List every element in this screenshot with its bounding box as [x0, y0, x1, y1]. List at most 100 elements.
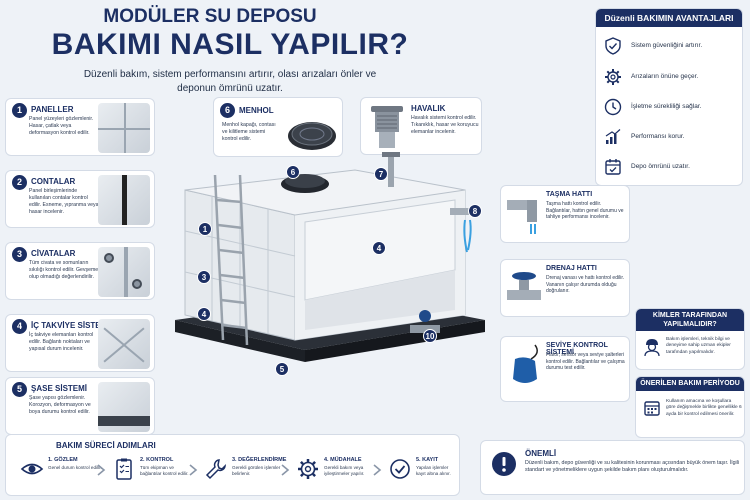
bracing-photo — [98, 319, 150, 369]
gear-icon — [298, 459, 318, 479]
advantage-label: Performansı korur. — [631, 133, 685, 140]
part-title: DRENAJ HATTI — [546, 265, 597, 272]
part-number: 6 — [220, 103, 235, 118]
who-panel: KİMLER TARAFINDAN YAPILMALIDIR? Bakım iş… — [635, 308, 745, 370]
part-text: Panel yüzeyleri gözlemlenir. Hasar, çatl… — [29, 116, 94, 136]
period-panel: ÖNERİLEN BAKIM PERİYODU Kullanım amacına… — [635, 376, 745, 438]
overflow-pipe-icon — [507, 200, 537, 234]
part-title: MENHOL — [239, 106, 274, 115]
chevron-right-icon — [189, 464, 198, 476]
checklist-icon — [116, 458, 132, 480]
check-circle-icon — [390, 459, 410, 479]
part-number: 1 — [12, 103, 27, 118]
chevron-right-icon — [373, 464, 382, 476]
part-text: Panel birleşimlerinde kullanılan contala… — [29, 188, 99, 215]
part-card-panels: 1 PANELLER Panel yüzeyleri gözlemlenir. … — [5, 98, 155, 156]
shield-check-icon — [605, 37, 621, 55]
bolt-photo — [98, 247, 150, 297]
important-note: ÖNEMLİ Düzenli bakım, depo güvenliği ve … — [480, 440, 745, 495]
advantage-item: Sistem güvenliğini artırır. — [604, 33, 740, 61]
drain-line-card: DRENAJ HATTI Drenaj vanası ve hattı kont… — [500, 259, 630, 317]
part-title: SEVİYE KONTROL SİSTEMİ — [546, 342, 608, 356]
step-item: 3. DEĞERLENDİRME Gerekli görülen işlemle… — [202, 455, 290, 491]
info-alert-icon — [492, 452, 516, 476]
step-title: 4. MÜDAHALE — [324, 457, 362, 463]
part-text: Tüm civata ve somunların sıkılığı kontro… — [29, 260, 99, 280]
marker-1: 1 — [198, 222, 212, 236]
step-item: 5. KAYIT Yapılan işlemler kayıt altına a… — [386, 455, 458, 491]
marker-3: 3 — [197, 270, 211, 284]
marker-7: 7 — [374, 167, 388, 181]
advantage-item: Arızaların önüne geçer. — [604, 64, 740, 92]
step-title: 5. KAYIT — [416, 457, 439, 463]
part-card-internal-bracing: 4 İÇ TAKVİYE SİSTEMİ İç takviye elemanla… — [5, 314, 155, 372]
important-text: Düzenli bakım, depo güvenliği ve su kali… — [525, 460, 740, 473]
gear-icon — [605, 69, 621, 85]
part-title: HAVALIK — [411, 104, 446, 113]
marker-8: 8 — [468, 204, 482, 218]
manhole-card: 6 MENHOL Menhol kapağı, contası ve kilit… — [213, 97, 343, 157]
advantage-item: Performansı korur. — [604, 124, 740, 152]
step-text: Yapılan işlemler kayıt altına alınır. — [416, 465, 451, 476]
part-card-gaskets: 2 CONTALAR Panel birleşimlerinde kullanı… — [5, 170, 155, 228]
tank-illustration — [175, 152, 485, 362]
manhole-icon — [288, 122, 336, 150]
calendar-icon — [644, 401, 660, 416]
part-text: Havalık sistemi kontrol edilir. Tıkanıkl… — [411, 115, 479, 135]
advantage-label: Arızaların önüne geçer. — [631, 73, 699, 80]
part-title: TAŞMA HATTI — [546, 191, 593, 198]
title-line-1: MODÜLER SU DEPOSU — [103, 6, 317, 27]
part-title: CİVATALAR — [31, 249, 76, 258]
who-text: Bakım işlemleri, teknik bilgi ve deneyim… — [666, 337, 731, 355]
part-text: Şase yapısı gözlemlenir. Korozyon, defor… — [29, 395, 91, 415]
level-control-card: SEVİYE KONTROL SİSTEMİ Flatör, sensör ve… — [500, 336, 630, 402]
part-text: Flatör, sensör veya seviye şalterleri ko… — [546, 352, 625, 372]
marker-10: 10 — [423, 329, 437, 343]
overflow-line-card: TAŞMA HATTI Taşma hattı kontrol edilir. … — [500, 185, 630, 243]
vent-icon — [371, 106, 403, 148]
part-card-bolts: 3 CİVATALAR Tüm civata ve somunların sık… — [5, 242, 155, 300]
advantage-label: Depo ömrünü uzatır. — [631, 163, 690, 170]
part-number: 4 — [12, 319, 27, 334]
chassis-photo — [98, 382, 150, 432]
part-title: CONTALAR — [31, 177, 76, 186]
chevron-right-icon — [281, 464, 290, 476]
page-title: BAKIMI NASIL YAPILIR? — [51, 28, 409, 61]
part-title: ŞASE SİSTEMİ — [31, 384, 88, 393]
clock-icon — [604, 98, 622, 116]
drain-valve-icon — [507, 272, 541, 300]
period-text: Kullanım amacına ve koşullara göre değiş… — [666, 399, 742, 417]
advantage-label: Sistem güvenliğini artırır. — [631, 42, 703, 49]
advantages-header: Düzenli BAKIMIN AVANTAJLARI — [596, 9, 742, 27]
who-header: KİMLER TARAFINDAN YAPILMALIDIR? — [636, 309, 744, 331]
marker-4-interior: 4 — [372, 241, 386, 255]
part-number: 3 — [12, 247, 27, 262]
part-number: 5 — [12, 382, 27, 397]
chart-up-icon — [605, 129, 621, 144]
part-text: Drenaj vanası ve hattı kontrol edilir. V… — [546, 275, 625, 295]
part-title: PANELLER — [31, 105, 74, 114]
part-number: 2 — [12, 175, 27, 190]
steps-panel: BAKIM SÜRECİ ADIMLARI 1. GÖZLEM Genel du… — [5, 434, 460, 496]
wrench-icon — [205, 459, 226, 480]
period-header: ÖNERİLEN BAKIM PERİYODU — [636, 377, 744, 391]
step-title: 3. DEĞERLENDİRME — [232, 457, 287, 463]
step-item: 4. MÜDAHALE Gerekli bakım veya iyileştir… — [294, 455, 382, 491]
step-text: Tüm ekipman ve bağlantılar kontrol edili… — [140, 465, 189, 476]
marker-4: 4 — [197, 307, 211, 321]
marker-5: 5 — [275, 362, 289, 376]
gasket-photo — [98, 175, 150, 225]
part-text: İç takviye elemanları kontrol edilir. Ba… — [29, 332, 94, 352]
important-title: ÖNEMLİ — [525, 449, 557, 458]
step-title: 2. KONTROL — [140, 457, 174, 463]
step-title: 1. GÖZLEM — [48, 457, 78, 463]
steps-header: BAKIM SÜRECİ ADIMLARI — [56, 441, 156, 450]
advantage-item: İşletme sürekliliği sağlar. — [604, 94, 740, 122]
step-text: Gerekli görülen işlemler belirlenir. — [232, 465, 281, 476]
advantages-panel: Düzenli BAKIMIN AVANTAJLARI Sistem güven… — [595, 8, 743, 186]
part-text: Menhol kapağı, contası ve kilitleme sist… — [222, 122, 276, 142]
part-title: İÇ TAKVİYE SİSTEMİ — [31, 321, 110, 330]
eye-icon — [20, 463, 44, 475]
step-item: 1. GÖZLEM Genel durum kontrol edilir. — [18, 455, 106, 491]
advantage-label: İşletme sürekliliği sağlar. — [631, 103, 702, 110]
